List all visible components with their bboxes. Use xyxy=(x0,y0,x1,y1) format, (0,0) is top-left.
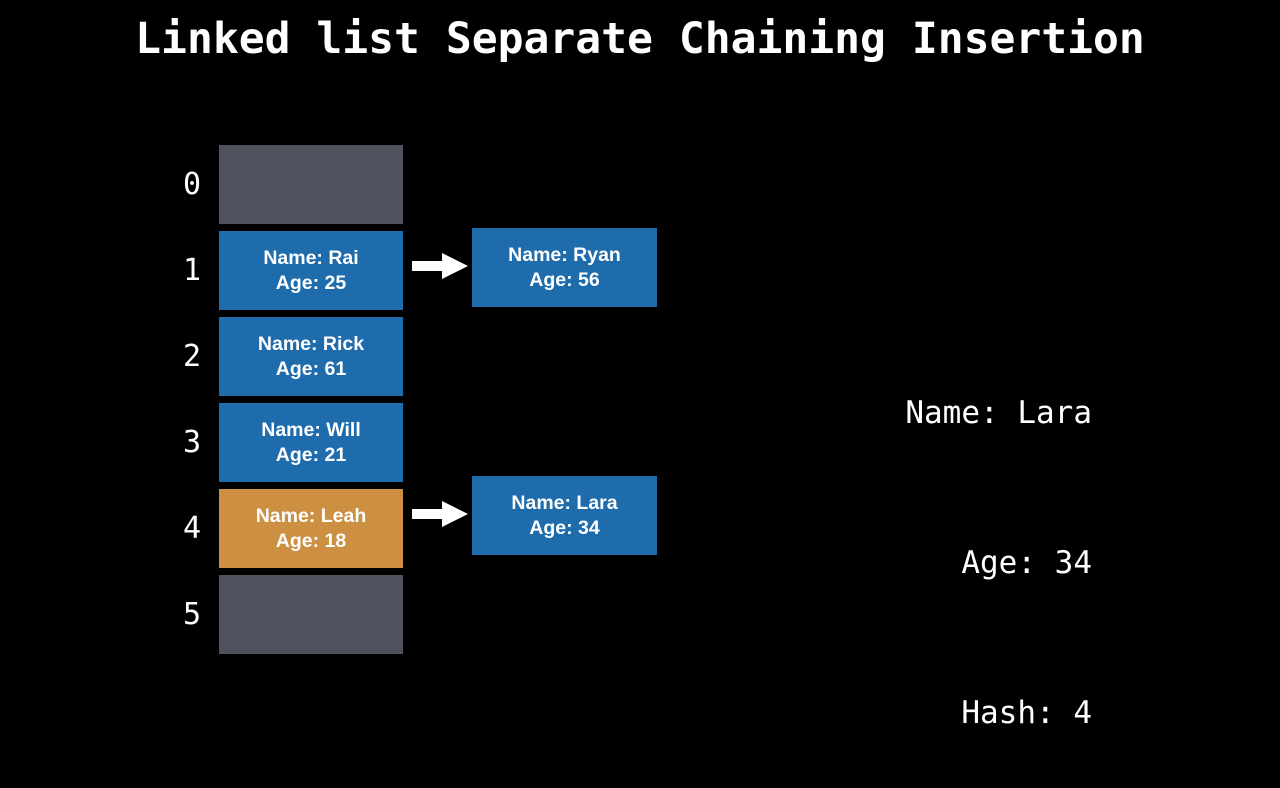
bucket-index-3: 3 xyxy=(182,424,202,460)
bucket-name-1: Name: Rai xyxy=(263,246,359,269)
table-row: 0 xyxy=(183,145,403,228)
table-row: 4 Name: Leah Age: 18 xyxy=(183,489,403,572)
chain-node-age-1-0: Age: 56 xyxy=(529,268,600,291)
info-hash: Hash: 4 xyxy=(961,695,1092,731)
bucket-index-5: 5 xyxy=(182,596,202,632)
chain-node-4-0[interactable]: Name: Lara Age: 34 xyxy=(472,476,657,555)
info-name: Name: Lara xyxy=(905,395,1092,431)
bucket-cell-0[interactable] xyxy=(219,145,403,224)
table-row: 1 Name: Rai Age: 25 xyxy=(183,231,403,314)
bucket-age-4: Age: 18 xyxy=(275,529,347,552)
bucket-index-2: 2 xyxy=(182,338,202,374)
bucket-name-3: Name: Will xyxy=(261,418,361,441)
bucket-name-2: Name: Rick xyxy=(257,332,365,355)
bucket-name-4: Name: Leah xyxy=(255,504,367,527)
chain-node-age-4-0: Age: 34 xyxy=(529,516,600,539)
bucket-cell-2[interactable]: Name: Rick Age: 61 xyxy=(219,317,403,396)
bucket-age-3: Age: 21 xyxy=(275,443,347,466)
bucket-cell-5[interactable] xyxy=(219,575,403,654)
bucket-index-0: 0 xyxy=(182,166,202,202)
insertion-info-panel: Name: Lara Age: 34 Hash: 4 xyxy=(760,288,1092,788)
chain-node-name-4-0: Name: Lara xyxy=(511,491,618,514)
bucket-index-1: 1 xyxy=(182,252,202,288)
bucket-cell-3[interactable]: Name: Will Age: 21 xyxy=(219,403,403,482)
bucket-index-4: 4 xyxy=(182,510,202,546)
page-title: Linked list Separate Chaining Insertion xyxy=(135,14,1145,64)
bucket-age-1: Age: 25 xyxy=(275,271,347,294)
chain-arrow-right-icon xyxy=(412,501,468,527)
chain-node-name-1-0: Name: Ryan xyxy=(508,243,621,266)
info-age: Age: 34 xyxy=(942,545,1092,581)
bucket-age-2: Age: 61 xyxy=(275,357,347,380)
table-row: 2 Name: Rick Age: 61 xyxy=(183,317,403,400)
table-row: 3 Name: Will Age: 21 xyxy=(183,403,403,486)
bucket-cell-1[interactable]: Name: Rai Age: 25 xyxy=(219,231,403,310)
hash-table: 0 1 Name: Rai Age: 25 2 Name: Rick Age: … xyxy=(183,145,403,661)
chain-arrow-right-icon xyxy=(412,253,468,279)
chain-node-1-0[interactable]: Name: Ryan Age: 56 xyxy=(472,228,657,307)
table-row: 5 xyxy=(183,575,403,658)
bucket-cell-4[interactable]: Name: Leah Age: 18 xyxy=(219,489,403,568)
